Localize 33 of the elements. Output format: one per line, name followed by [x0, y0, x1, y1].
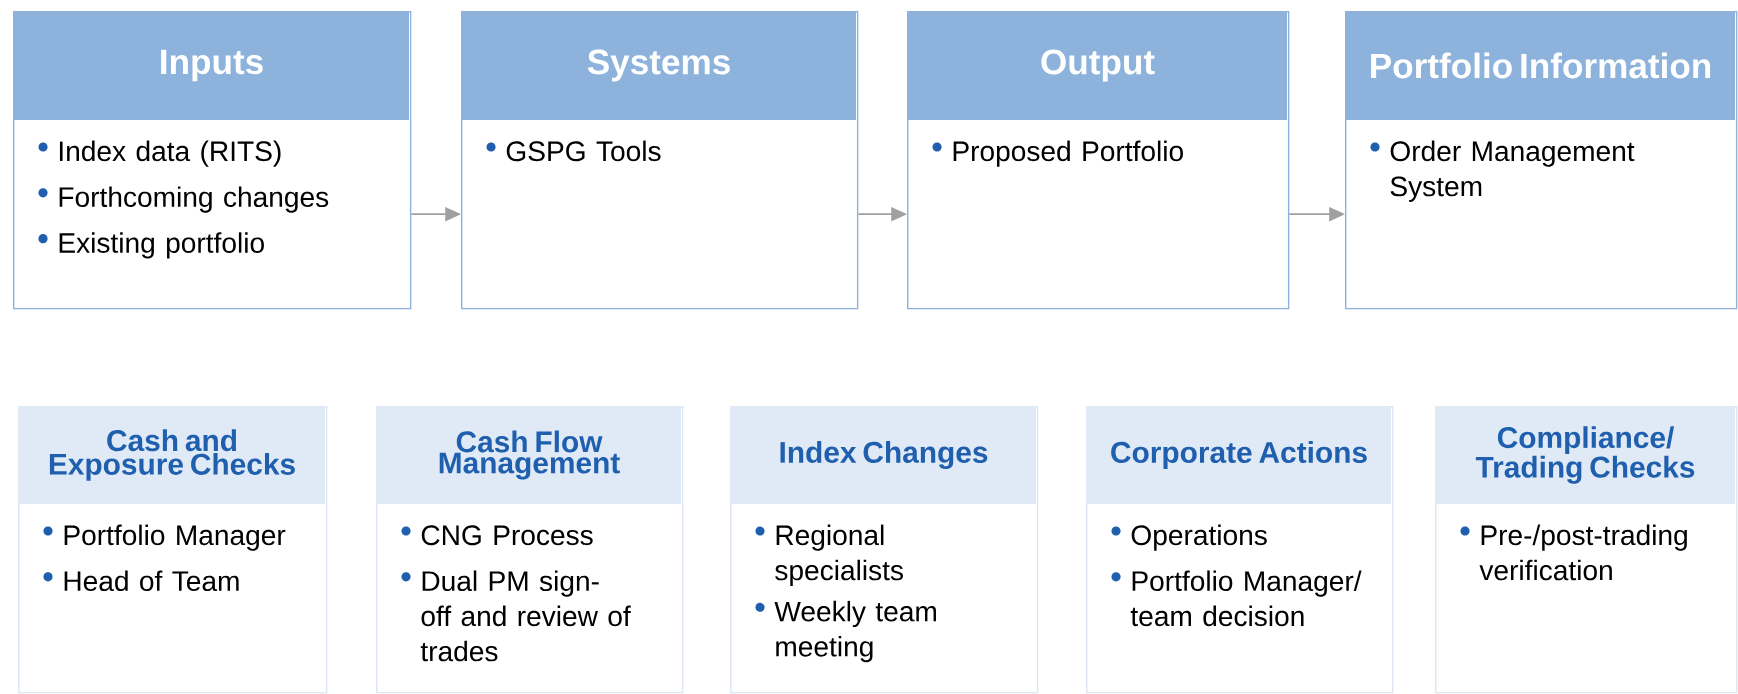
heading: Output	[1041, 49, 1155, 82]
process-box	[18, 406, 328, 694]
bullet-item: Head of Team	[43, 570, 239, 592]
process-box	[1435, 406, 1738, 694]
heading: Corporate Actions	[1111, 441, 1367, 469]
heading: Systems	[587, 49, 730, 82]
heading: Cash Flow Management	[439, 430, 620, 480]
bullet-item: Portfolio Manager/ team decision	[1111, 570, 1362, 627]
bullet-item: Regional specialists	[755, 524, 903, 586]
heading: Compliance/ Trading Checks	[1475, 426, 1695, 484]
process-box	[730, 406, 1039, 694]
heading: Inputs	[161, 49, 263, 82]
process-box	[907, 11, 1290, 310]
heading: Portfolio Information	[1371, 52, 1711, 79]
bullet-item: Dual PM sign-off and review of trades	[401, 570, 631, 662]
heading: Index Changes	[780, 441, 988, 469]
bullet-item: Forthcoming changes	[38, 186, 329, 213]
bullet-item: Portfolio Manager	[43, 524, 286, 551]
process-box	[461, 11, 859, 310]
process-box	[1345, 11, 1738, 310]
bullet-item: Index data (RITS)	[38, 140, 281, 167]
process-box	[1086, 406, 1394, 694]
process-box	[376, 406, 684, 694]
bullet-item: GSPG Tools	[486, 140, 661, 162]
bullet-item: Existing portfolio	[38, 232, 264, 259]
bullet-item: CNG Process	[401, 525, 593, 546]
bullet-item: Pre-/post-trading verification	[1460, 524, 1687, 581]
bullet-item: Operations	[1111, 524, 1267, 551]
bullet-item: Proposed Portfolio	[932, 140, 1183, 167]
bullet-item: Weekly team meeting	[755, 600, 936, 663]
process-box	[13, 11, 412, 310]
heading: Cash and Exposure Checks	[49, 429, 295, 481]
bullet-item: Order Management System	[1370, 140, 1635, 202]
